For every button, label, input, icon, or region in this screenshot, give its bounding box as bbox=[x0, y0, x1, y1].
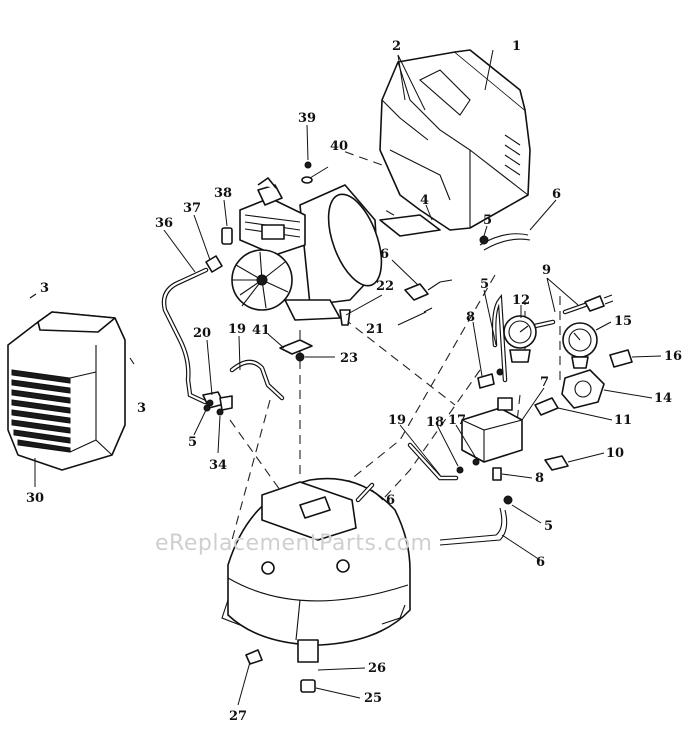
label-part-4: 4 bbox=[420, 193, 429, 208]
label-part-19-upper: 19 bbox=[228, 322, 246, 337]
label-part-10: 10 bbox=[606, 446, 624, 461]
nipple-part-8-upper[interactable] bbox=[477, 373, 495, 389]
label-part-5-upper: 5 bbox=[483, 213, 492, 228]
label-part-6-tank: 6 bbox=[386, 493, 395, 508]
fan-blades bbox=[232, 251, 289, 309]
bolt-part-22[interactable] bbox=[339, 309, 351, 326]
fitting-part-34 bbox=[216, 408, 224, 416]
tank-foot-part-26[interactable] bbox=[297, 639, 319, 663]
label-part-6-mid: 6 bbox=[380, 247, 389, 262]
air-tank[interactable] bbox=[221, 477, 411, 646]
hose-part-6-mid[interactable] bbox=[491, 294, 508, 383]
screw-part-3-right bbox=[129, 357, 135, 365]
label-part-37: 37 bbox=[183, 201, 201, 216]
label-part-11: 11 bbox=[614, 413, 632, 428]
shroud-part-30[interactable] bbox=[7, 311, 126, 471]
clip-part-21 bbox=[423, 307, 433, 313]
unloader-tube-part-19-upper[interactable] bbox=[229, 359, 285, 401]
fitting-part-5-left bbox=[203, 404, 211, 412]
nut-part-37[interactable] bbox=[205, 255, 223, 273]
label-part-19-lower: 19 bbox=[388, 413, 406, 428]
label-part-22: 22 bbox=[376, 279, 394, 294]
fitting-part-17 bbox=[472, 458, 480, 466]
mounting-plate-part-4[interactable] bbox=[379, 214, 441, 237]
watermark: eReplacementParts.com bbox=[155, 531, 432, 556]
callout-labels: 1 2 3 3 4 5 5 5 5 6 6 6 6 7 8 8 9 10 11 … bbox=[26, 39, 682, 724]
label-part-38: 38 bbox=[214, 186, 232, 201]
label-part-39: 39 bbox=[298, 111, 316, 126]
label-part-7: 7 bbox=[540, 375, 549, 390]
shroud-vent-slats bbox=[11, 369, 71, 453]
label-part-30: 30 bbox=[26, 491, 44, 506]
regulator-part-14[interactable] bbox=[561, 369, 605, 409]
drain-valve-part-27[interactable] bbox=[245, 649, 263, 665]
label-part-5-lower: 5 bbox=[544, 519, 553, 534]
fitting-part-5-lower bbox=[503, 495, 513, 505]
safety-valve-part-11[interactable] bbox=[534, 397, 559, 416]
label-part-3-left: 3 bbox=[40, 281, 49, 296]
label-part-8-upper: 8 bbox=[466, 310, 475, 325]
label-part-26: 26 bbox=[368, 661, 386, 676]
check-valve-part-20[interactable] bbox=[202, 391, 233, 411]
power-cord-part-9[interactable] bbox=[532, 294, 614, 329]
coupler-part-16[interactable] bbox=[609, 349, 633, 368]
label-part-12: 12 bbox=[512, 293, 530, 308]
cord-connector[interactable] bbox=[404, 279, 453, 301]
label-part-40: 40 bbox=[330, 139, 348, 154]
fitting-part-5-upper bbox=[479, 235, 489, 245]
label-part-16: 16 bbox=[664, 349, 682, 364]
rear-housing-part-1[interactable] bbox=[379, 49, 531, 231]
motor-pump-assembly[interactable] bbox=[231, 177, 392, 321]
label-part-9: 9 bbox=[542, 263, 551, 278]
label-part-6-lower: 6 bbox=[536, 555, 545, 570]
label-part-3-right: 3 bbox=[137, 401, 146, 416]
label-part-5-mid: 5 bbox=[480, 277, 489, 292]
label-part-2: 2 bbox=[392, 39, 401, 54]
label-part-27: 27 bbox=[229, 709, 247, 724]
label-part-6-upper: 6 bbox=[552, 187, 561, 202]
screw-part-3-left bbox=[29, 293, 37, 299]
leader-lines bbox=[34, 49, 662, 706]
bracket-part-41[interactable] bbox=[279, 339, 313, 355]
label-part-21: 21 bbox=[366, 322, 384, 337]
label-part-34: 34 bbox=[209, 458, 227, 473]
label-part-20: 20 bbox=[193, 326, 211, 341]
fitting-part-18 bbox=[456, 466, 464, 474]
washer-part-40 bbox=[301, 176, 313, 184]
label-part-5-left: 5 bbox=[188, 435, 197, 450]
label-part-23: 23 bbox=[340, 351, 358, 366]
gauge-part-12[interactable] bbox=[503, 315, 537, 363]
label-part-1: 1 bbox=[512, 39, 521, 54]
label-part-17: 17 bbox=[448, 413, 466, 428]
label-part-25: 25 bbox=[364, 691, 382, 706]
label-part-18: 18 bbox=[426, 415, 444, 430]
fitting-part-38[interactable] bbox=[221, 227, 233, 245]
hose-part-6-lower[interactable] bbox=[439, 507, 508, 546]
nipple-part-8-lower[interactable] bbox=[492, 467, 502, 481]
discharge-tube-part-36[interactable] bbox=[161, 267, 209, 405]
label-part-15: 15 bbox=[614, 314, 632, 329]
nut-part-25[interactable] bbox=[300, 679, 316, 693]
drain-part-10[interactable] bbox=[544, 455, 569, 471]
pressure-switch-part-7[interactable] bbox=[461, 397, 523, 463]
label-part-14: 14 bbox=[654, 391, 672, 406]
screw-part-39 bbox=[304, 161, 312, 169]
fitting-part-5-mid bbox=[496, 368, 504, 376]
nut-part-23 bbox=[295, 352, 305, 362]
label-part-8-lower: 8 bbox=[535, 471, 544, 486]
label-part-36: 36 bbox=[155, 216, 173, 231]
unloader-tube-part-19-lower[interactable] bbox=[407, 442, 459, 481]
label-part-41: 41 bbox=[252, 323, 270, 338]
housing-vent-slots bbox=[504, 134, 521, 176]
gauge-part-15[interactable] bbox=[562, 322, 598, 369]
